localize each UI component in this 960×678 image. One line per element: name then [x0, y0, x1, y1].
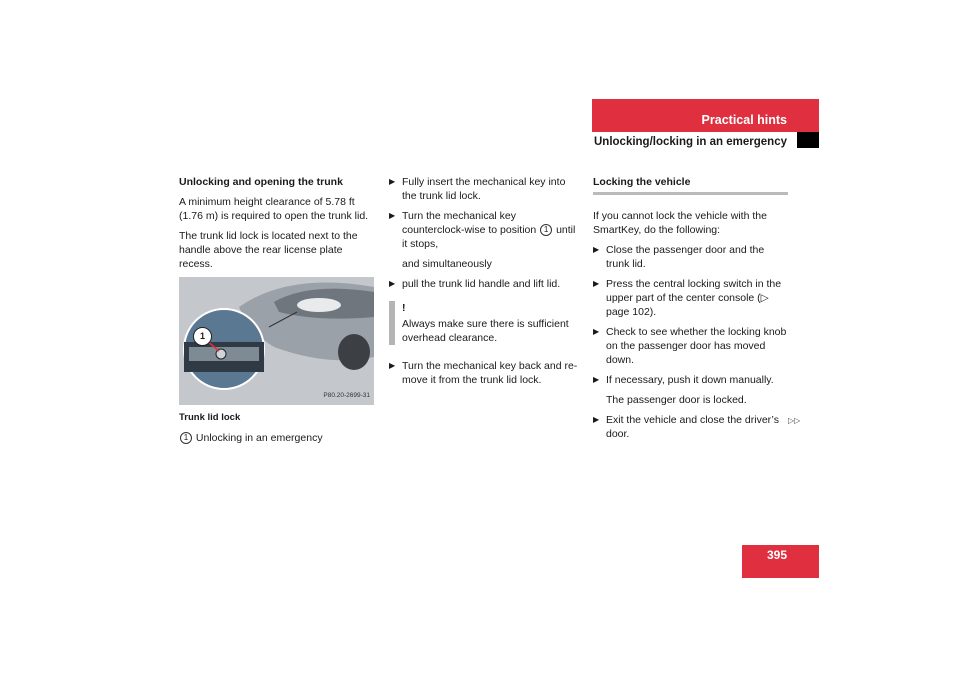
step-text: Exit the vehicle and close the driver’s …	[606, 414, 779, 440]
step-text: Check to see whether the locking knob on…	[606, 326, 787, 366]
step-press-switch: ▶ Press the central locking switch in th…	[593, 277, 788, 319]
step-text: Fully insert the mechanical key into the…	[402, 176, 566, 202]
bullet-triangle-icon: ▶	[389, 279, 396, 288]
step-text: Turn the mechanical key counterclock-wis…	[402, 210, 537, 236]
result-door-locked: The passenger door is locked.	[606, 394, 747, 406]
figure-code: P80.20-2699-31	[323, 392, 370, 399]
bullet-triangle-icon: ▶	[593, 415, 600, 424]
and-simultaneously: and simultaneously	[402, 258, 492, 270]
warning-icon: !	[402, 302, 406, 314]
heading-locking-vehicle: Locking the vehicle	[593, 175, 788, 195]
step-text-cont: until it stops,	[402, 224, 576, 250]
step-remove-key: ▶ Turn the mechanical key back and re-mo…	[389, 359, 580, 387]
bullet-triangle-icon: ▶	[593, 245, 600, 254]
page-subtitle: Unlocking/locking in an emergency	[594, 136, 787, 148]
column-1: Unlocking and opening the trunk A minimu…	[179, 175, 375, 451]
position-number: 1	[540, 224, 553, 237]
column-3: Locking the vehicle If you cannot lock t…	[593, 175, 788, 447]
lock-location-paragraph: The trunk lid lock is located next to th…	[179, 230, 358, 270]
note-text: Always make sure there is sufficient ove…	[402, 318, 569, 344]
column-2: ▶ Fully insert the mechanical key into t…	[389, 175, 580, 393]
legend-number: 1	[180, 432, 192, 445]
bullet-triangle-icon: ▶	[389, 177, 396, 186]
figure-legend: 1 Unlocking in an emergency	[179, 431, 375, 445]
section-title: Practical hints	[701, 113, 787, 127]
continued-arrow-icon: ▷▷	[788, 416, 801, 425]
step-text: Press the central locking switch in the …	[606, 278, 782, 318]
step-text: Turn the mechanical key back and re-move…	[402, 360, 578, 386]
step-push-down: ▶ If necessary, push it down manually.	[593, 373, 788, 387]
bullet-triangle-icon: ▶	[593, 279, 600, 288]
trunk-lid-lock-figure: 1 P80.20-2699-31	[179, 277, 374, 405]
page-number-box	[742, 545, 819, 578]
car-rear-illustration	[179, 277, 374, 405]
bullet-triangle-icon: ▶	[593, 327, 600, 336]
step-insert-key: ▶ Fully insert the mechanical key into t…	[389, 175, 580, 203]
step-text: pull the trunk lid handle and lift lid.	[402, 278, 561, 290]
figure-callout-1: 1	[193, 327, 212, 346]
figure-caption: Trunk lid lock	[179, 412, 241, 423]
warning-note: ! Always make sure there is sufficient o…	[389, 301, 580, 345]
clearance-paragraph: A minimum height clearance of 5.78 ft (1…	[179, 196, 369, 222]
note-bar	[389, 301, 395, 345]
step-check-knob: ▶ Check to see whether the locking knob …	[593, 325, 788, 367]
step-turn-key: ▶ Turn the mechanical key counterclock-w…	[389, 209, 580, 251]
heading-unlocking-trunk: Unlocking and opening the trunk	[179, 176, 343, 188]
legend-text: Unlocking in an emergency	[195, 432, 323, 444]
bullet-triangle-icon: ▶	[389, 211, 396, 220]
step-text: If necessary, push it down manually.	[606, 374, 774, 386]
step-text: Close the passenger door and the trunk l…	[606, 244, 765, 270]
step-exit-vehicle: ▶ Exit the vehicle and close the driver’…	[593, 413, 788, 441]
header-red-block	[592, 99, 819, 132]
locking-intro: If you cannot lock the vehicle with the …	[593, 210, 767, 236]
bullet-triangle-icon: ▶	[389, 361, 396, 370]
page-number: 395	[766, 548, 787, 562]
bullet-triangle-icon: ▶	[593, 375, 600, 384]
step-pull-handle: ▶ pull the trunk lid handle and lift lid…	[389, 277, 580, 291]
header-black-tab	[797, 132, 819, 148]
step-close-doors: ▶ Close the passenger door and the trunk…	[593, 243, 788, 271]
